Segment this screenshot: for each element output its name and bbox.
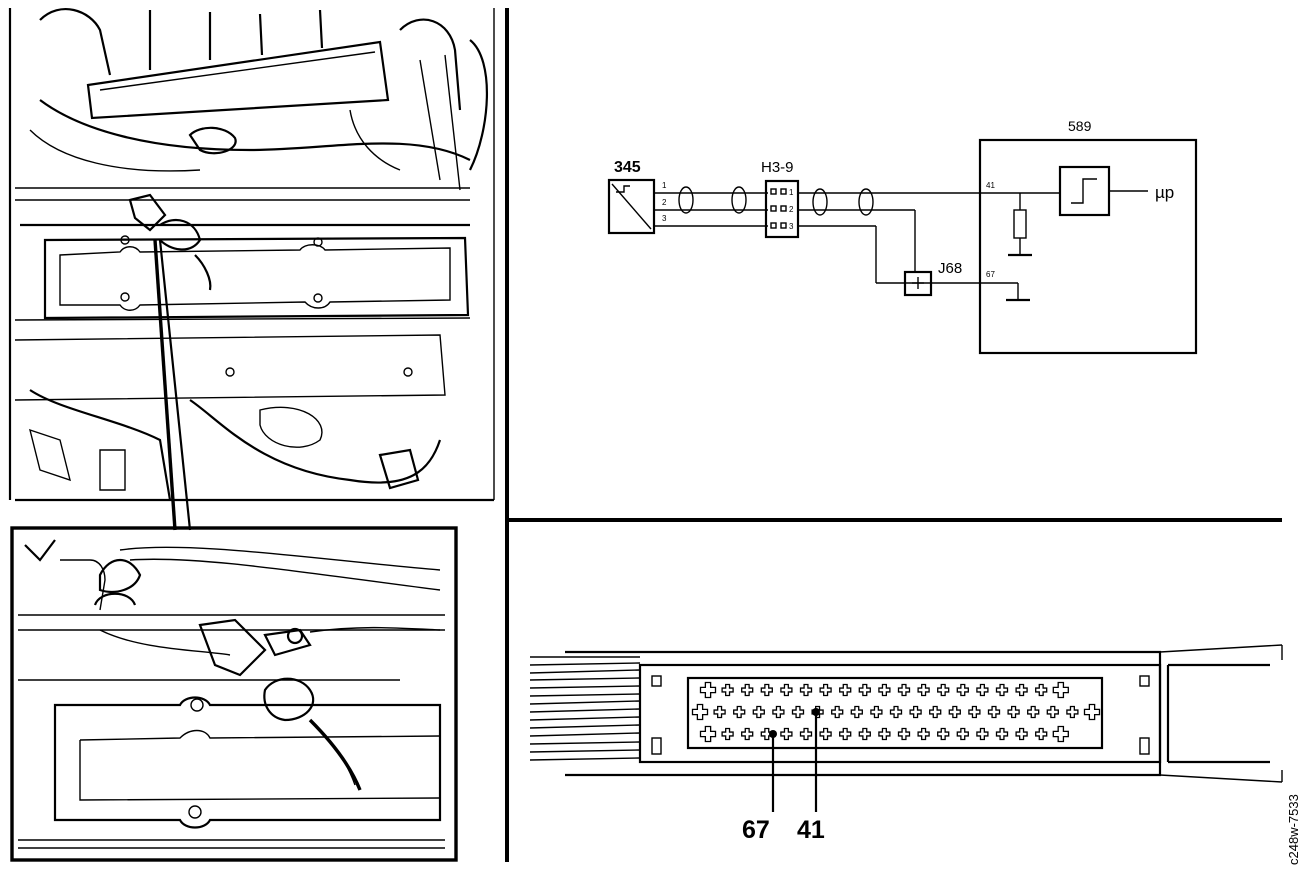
pin-cavity [819,683,832,697]
pin-cavity [799,683,813,697]
pin-cavity [858,727,871,741]
pin-cavity [760,727,773,741]
junction-j68: J68 [903,260,962,297]
pin-cavity [858,683,871,697]
pin-cavity [968,705,981,719]
pin-cavity [889,705,903,719]
control-unit-589: 589 41 67 µp [978,118,1198,355]
pin-cavity [721,727,734,741]
pin-cavity [956,683,969,697]
connector-h3-9: H3-9 1 2 3 [761,159,800,239]
pin-cavity [897,683,911,697]
pin-cavity [772,705,785,719]
sensor-label: 345 [614,159,641,176]
pin-cavity [987,705,1001,719]
pin-cavity [760,683,773,697]
sensor-pin-1: 1 [662,181,667,190]
pin-cavity [976,727,989,741]
pin-cavity [713,705,726,719]
sensor-pin-2: 2 [662,198,667,207]
pin-cavity [699,725,717,743]
pin-cavity [1035,683,1048,697]
pin-67-callout: 67 [742,816,770,844]
pin-cavity [741,683,754,697]
connector-pin-2: 2 [789,205,794,214]
connector-pin-3: 3 [789,222,794,231]
pin-cavity [819,727,832,741]
pin-41-callout: 41 [797,816,825,844]
pin-cavity [878,683,891,697]
pin-cavity [909,705,922,719]
pin-cavity [1083,703,1101,721]
pin-cavity [870,705,883,719]
pin-cavity [741,727,754,741]
pin-cavity [917,683,930,697]
pin-cavity [839,727,852,741]
pin-cavity [733,705,746,719]
pin-cavity [948,705,961,719]
pin-cavity [995,683,1009,697]
pin-cavity [1015,727,1028,741]
shielded-wires [654,186,768,227]
pin-cavity [780,727,793,741]
pin-cavity [799,727,813,741]
junction-label: J68 [938,260,962,277]
pin-cavity [1052,681,1069,699]
connector-pin-1: 1 [789,188,794,197]
pin-cavity [929,705,942,719]
wiring-schematic: 345 1 2 3 H3-9 1 2 3 [607,118,1198,355]
pin-cavity [1035,727,1048,741]
panel-dividers [505,8,1282,862]
detail-inset [10,526,458,862]
engine-bay-illustration [8,8,495,531]
pin-cavity [752,705,765,719]
pin-cavity [839,683,852,697]
sensor-345: 345 1 2 3 [607,159,667,235]
pin-cavity [1027,705,1040,719]
microprocessor-label: µp [1155,183,1174,202]
pin-cavity [791,705,805,719]
pin-cavity [956,727,969,741]
pin-cavity [897,727,911,741]
pin-cavity [1046,705,1059,719]
control-unit-pin-67: 67 [986,270,995,279]
connector-label: H3-9 [761,159,794,176]
connector-face-view: 67 41 [529,644,1283,844]
pin-cavity [1052,725,1069,743]
pin-cavity [691,703,709,721]
sensor-pin-3: 3 [662,214,667,223]
pin-cavity [878,727,891,741]
pin-cavity [917,727,930,741]
control-unit-label: 589 [1068,118,1092,134]
pin-cavity [780,683,793,697]
pin-cavity [1066,705,1079,719]
pin-cavity [995,727,1009,741]
pin-cavity [937,683,950,697]
pin-cavity [937,727,950,741]
pin-cavity [831,705,844,719]
pin-cavity [1007,705,1020,719]
control-unit-pin-41: 41 [986,181,995,190]
pin-cavity [721,683,734,697]
pin-cavity [811,705,824,719]
pin-cavity [976,683,989,697]
pin-cavity [699,681,717,699]
pin-cavity [850,705,863,719]
pin-grid [691,681,1101,743]
figure-id: c248w-7533 [1286,794,1301,865]
pin-cavity [1015,683,1028,697]
